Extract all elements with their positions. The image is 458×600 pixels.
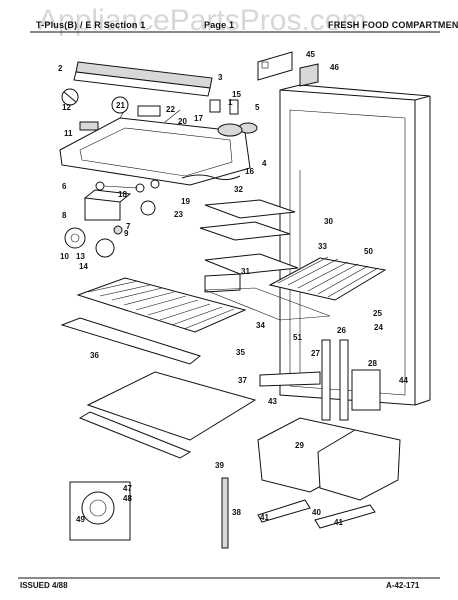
callout-7: 7 xyxy=(126,222,131,231)
callout-11: 11 xyxy=(64,129,73,138)
callout-17: 17 xyxy=(194,114,203,123)
callout-18: 18 xyxy=(118,190,127,199)
callout-31: 31 xyxy=(241,267,250,276)
callout-28: 28 xyxy=(368,359,377,368)
callout-25: 25 xyxy=(373,309,382,318)
callout-26: 26 xyxy=(337,326,346,335)
callout-35: 35 xyxy=(236,348,245,357)
control-parts xyxy=(61,88,258,258)
callout-23: 23 xyxy=(174,210,183,219)
callout-8: 8 xyxy=(62,211,67,220)
callout-32: 32 xyxy=(234,185,243,194)
issued-date: ISSUED 4/88 xyxy=(20,581,68,590)
callout-49: 49 xyxy=(76,515,85,524)
top-trim-panel xyxy=(73,61,213,97)
callout-39: 39 xyxy=(215,461,224,470)
callout-2: 2 xyxy=(58,64,63,73)
callout-29: 29 xyxy=(295,441,304,450)
rod-38 xyxy=(221,477,229,549)
wire-shelf-35 xyxy=(60,277,247,365)
callout-labels: 1 2 3 4 5 6 7 8 9 10 11 12 13 14 15 16 1… xyxy=(58,50,408,527)
callout-16: 16 xyxy=(245,167,254,176)
callout-47: 47 xyxy=(123,484,132,493)
callout-15: 15 xyxy=(232,90,241,99)
callout-22: 22 xyxy=(166,105,175,114)
callout-20: 20 xyxy=(178,117,187,126)
callout-13: 13 xyxy=(76,252,85,261)
callout-1: 1 xyxy=(228,98,233,107)
callout-9: 9 xyxy=(124,229,129,238)
header-mid-text: Page 1 xyxy=(204,20,235,30)
callout-33: 33 xyxy=(318,242,327,251)
callout-27: 27 xyxy=(311,349,320,358)
bracket-45 xyxy=(257,51,319,87)
glass-shelf-37 xyxy=(78,371,257,459)
callout-3: 3 xyxy=(218,73,223,82)
callout-48: 48 xyxy=(123,494,132,503)
fridge-cabinet xyxy=(279,84,431,406)
callout-34: 34 xyxy=(256,321,265,330)
callout-10: 10 xyxy=(60,252,69,261)
header-left-text: T-Plus(B) / E R Section 1 xyxy=(36,20,146,30)
shelf-rails xyxy=(259,339,381,421)
upper-shelf-set xyxy=(199,199,299,293)
callout-45: 45 xyxy=(306,50,315,59)
callout-12: 12 xyxy=(62,103,71,112)
callout-41b: 41 xyxy=(334,518,343,527)
callout-46: 46 xyxy=(330,63,339,72)
header-title: FRESH FOOD COMPARTMENT xyxy=(328,20,458,30)
callout-43: 43 xyxy=(268,397,277,406)
callout-5: 5 xyxy=(255,103,260,112)
callout-41a: 41 xyxy=(260,513,269,522)
crisper-drawers xyxy=(257,417,401,529)
control-housing xyxy=(59,109,251,186)
callout-14: 14 xyxy=(79,262,88,271)
callout-30: 30 xyxy=(324,217,333,226)
callout-19: 19 xyxy=(181,197,190,206)
callout-36: 36 xyxy=(90,351,99,360)
callout-44: 44 xyxy=(399,376,408,385)
diagram-code: A-42-171 xyxy=(386,581,420,590)
callout-21: 21 xyxy=(116,101,125,110)
callout-24: 24 xyxy=(374,323,383,332)
callout-37: 37 xyxy=(238,376,247,385)
shelf-trim-34 xyxy=(204,287,331,321)
callout-6: 6 xyxy=(62,182,67,191)
inset-detail xyxy=(69,481,131,541)
callout-51: 51 xyxy=(293,333,302,342)
callout-40: 40 xyxy=(312,508,321,517)
callout-38: 38 xyxy=(232,508,241,517)
callout-50: 50 xyxy=(364,247,373,256)
callout-4: 4 xyxy=(262,159,267,168)
wire-shelf-50 xyxy=(268,256,387,301)
